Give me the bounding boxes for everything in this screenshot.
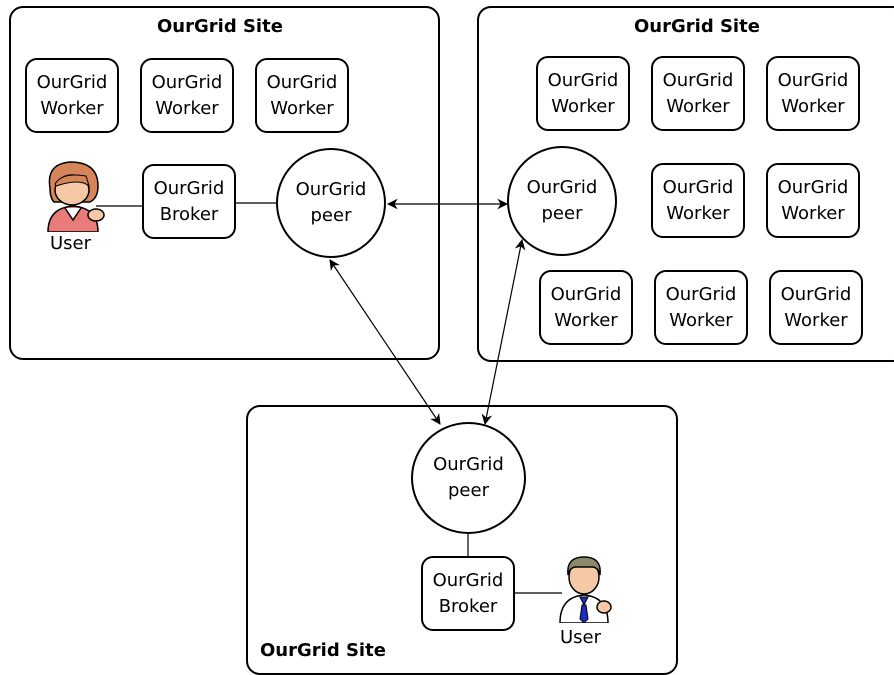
worker-node: OurGrid Worker — [536, 56, 630, 131]
node-label: Broker — [159, 203, 219, 225]
node-label: peer — [310, 205, 352, 226]
peer-node: OurGrid peer — [411, 422, 526, 534]
user-label: User — [560, 627, 602, 648]
worker-node: OurGrid Worker — [651, 163, 745, 238]
node-label: Worker — [666, 202, 730, 224]
peer-node: OurGrid peer — [276, 148, 386, 258]
node-label: OurGrid — [153, 177, 225, 199]
female-user-icon — [40, 158, 110, 232]
peer-node: OurGrid peer — [507, 146, 617, 256]
node-label: Worker — [781, 95, 845, 117]
node-label: Worker — [669, 309, 733, 331]
site-title-3: OurGrid Site — [260, 640, 386, 661]
user-label: User — [50, 233, 92, 254]
node-label: OurGrid — [266, 71, 338, 93]
node-label: Broker — [438, 595, 498, 617]
node-label: Worker — [40, 97, 104, 119]
worker-node: OurGrid Worker — [654, 270, 748, 345]
site-title-1: OurGrid Site — [157, 16, 283, 37]
worker-node: OurGrid Worker — [539, 270, 633, 345]
node-label: Worker — [155, 97, 219, 119]
node-label: Worker — [784, 309, 848, 331]
node-label: OurGrid — [550, 283, 622, 305]
node-label: peer — [541, 203, 583, 224]
node-label: OurGrid — [662, 176, 734, 198]
node-label: OurGrid — [547, 69, 619, 91]
node-label: OurGrid — [780, 283, 852, 305]
node-label: Worker — [781, 202, 845, 224]
worker-node: OurGrid Worker — [255, 58, 349, 133]
male-user-icon — [554, 553, 624, 623]
worker-node: OurGrid Worker — [651, 56, 745, 131]
node-label: OurGrid — [526, 177, 598, 198]
worker-node: OurGrid Worker — [140, 58, 234, 133]
node-label: OurGrid — [777, 176, 849, 198]
worker-node: OurGrid Worker — [766, 163, 860, 238]
node-label: OurGrid — [777, 69, 849, 91]
worker-node: OurGrid Worker — [769, 270, 863, 345]
node-label: peer — [448, 480, 489, 501]
node-label: OurGrid — [665, 283, 737, 305]
site-title-2: OurGrid Site — [634, 16, 760, 37]
broker-node: OurGrid Broker — [421, 556, 515, 631]
node-label: Worker — [666, 95, 730, 117]
node-label: OurGrid — [432, 569, 504, 591]
node-label: OurGrid — [295, 179, 367, 200]
node-label: Worker — [551, 95, 615, 117]
worker-node: OurGrid Worker — [25, 58, 119, 133]
node-label: Worker — [270, 97, 334, 119]
node-label: OurGrid — [433, 454, 504, 475]
node-label: OurGrid — [151, 71, 223, 93]
node-label: OurGrid — [662, 69, 734, 91]
node-label: OurGrid — [36, 71, 108, 93]
node-label: Worker — [554, 309, 618, 331]
broker-node: OurGrid Broker — [142, 164, 236, 239]
worker-node: OurGrid Worker — [766, 56, 860, 131]
